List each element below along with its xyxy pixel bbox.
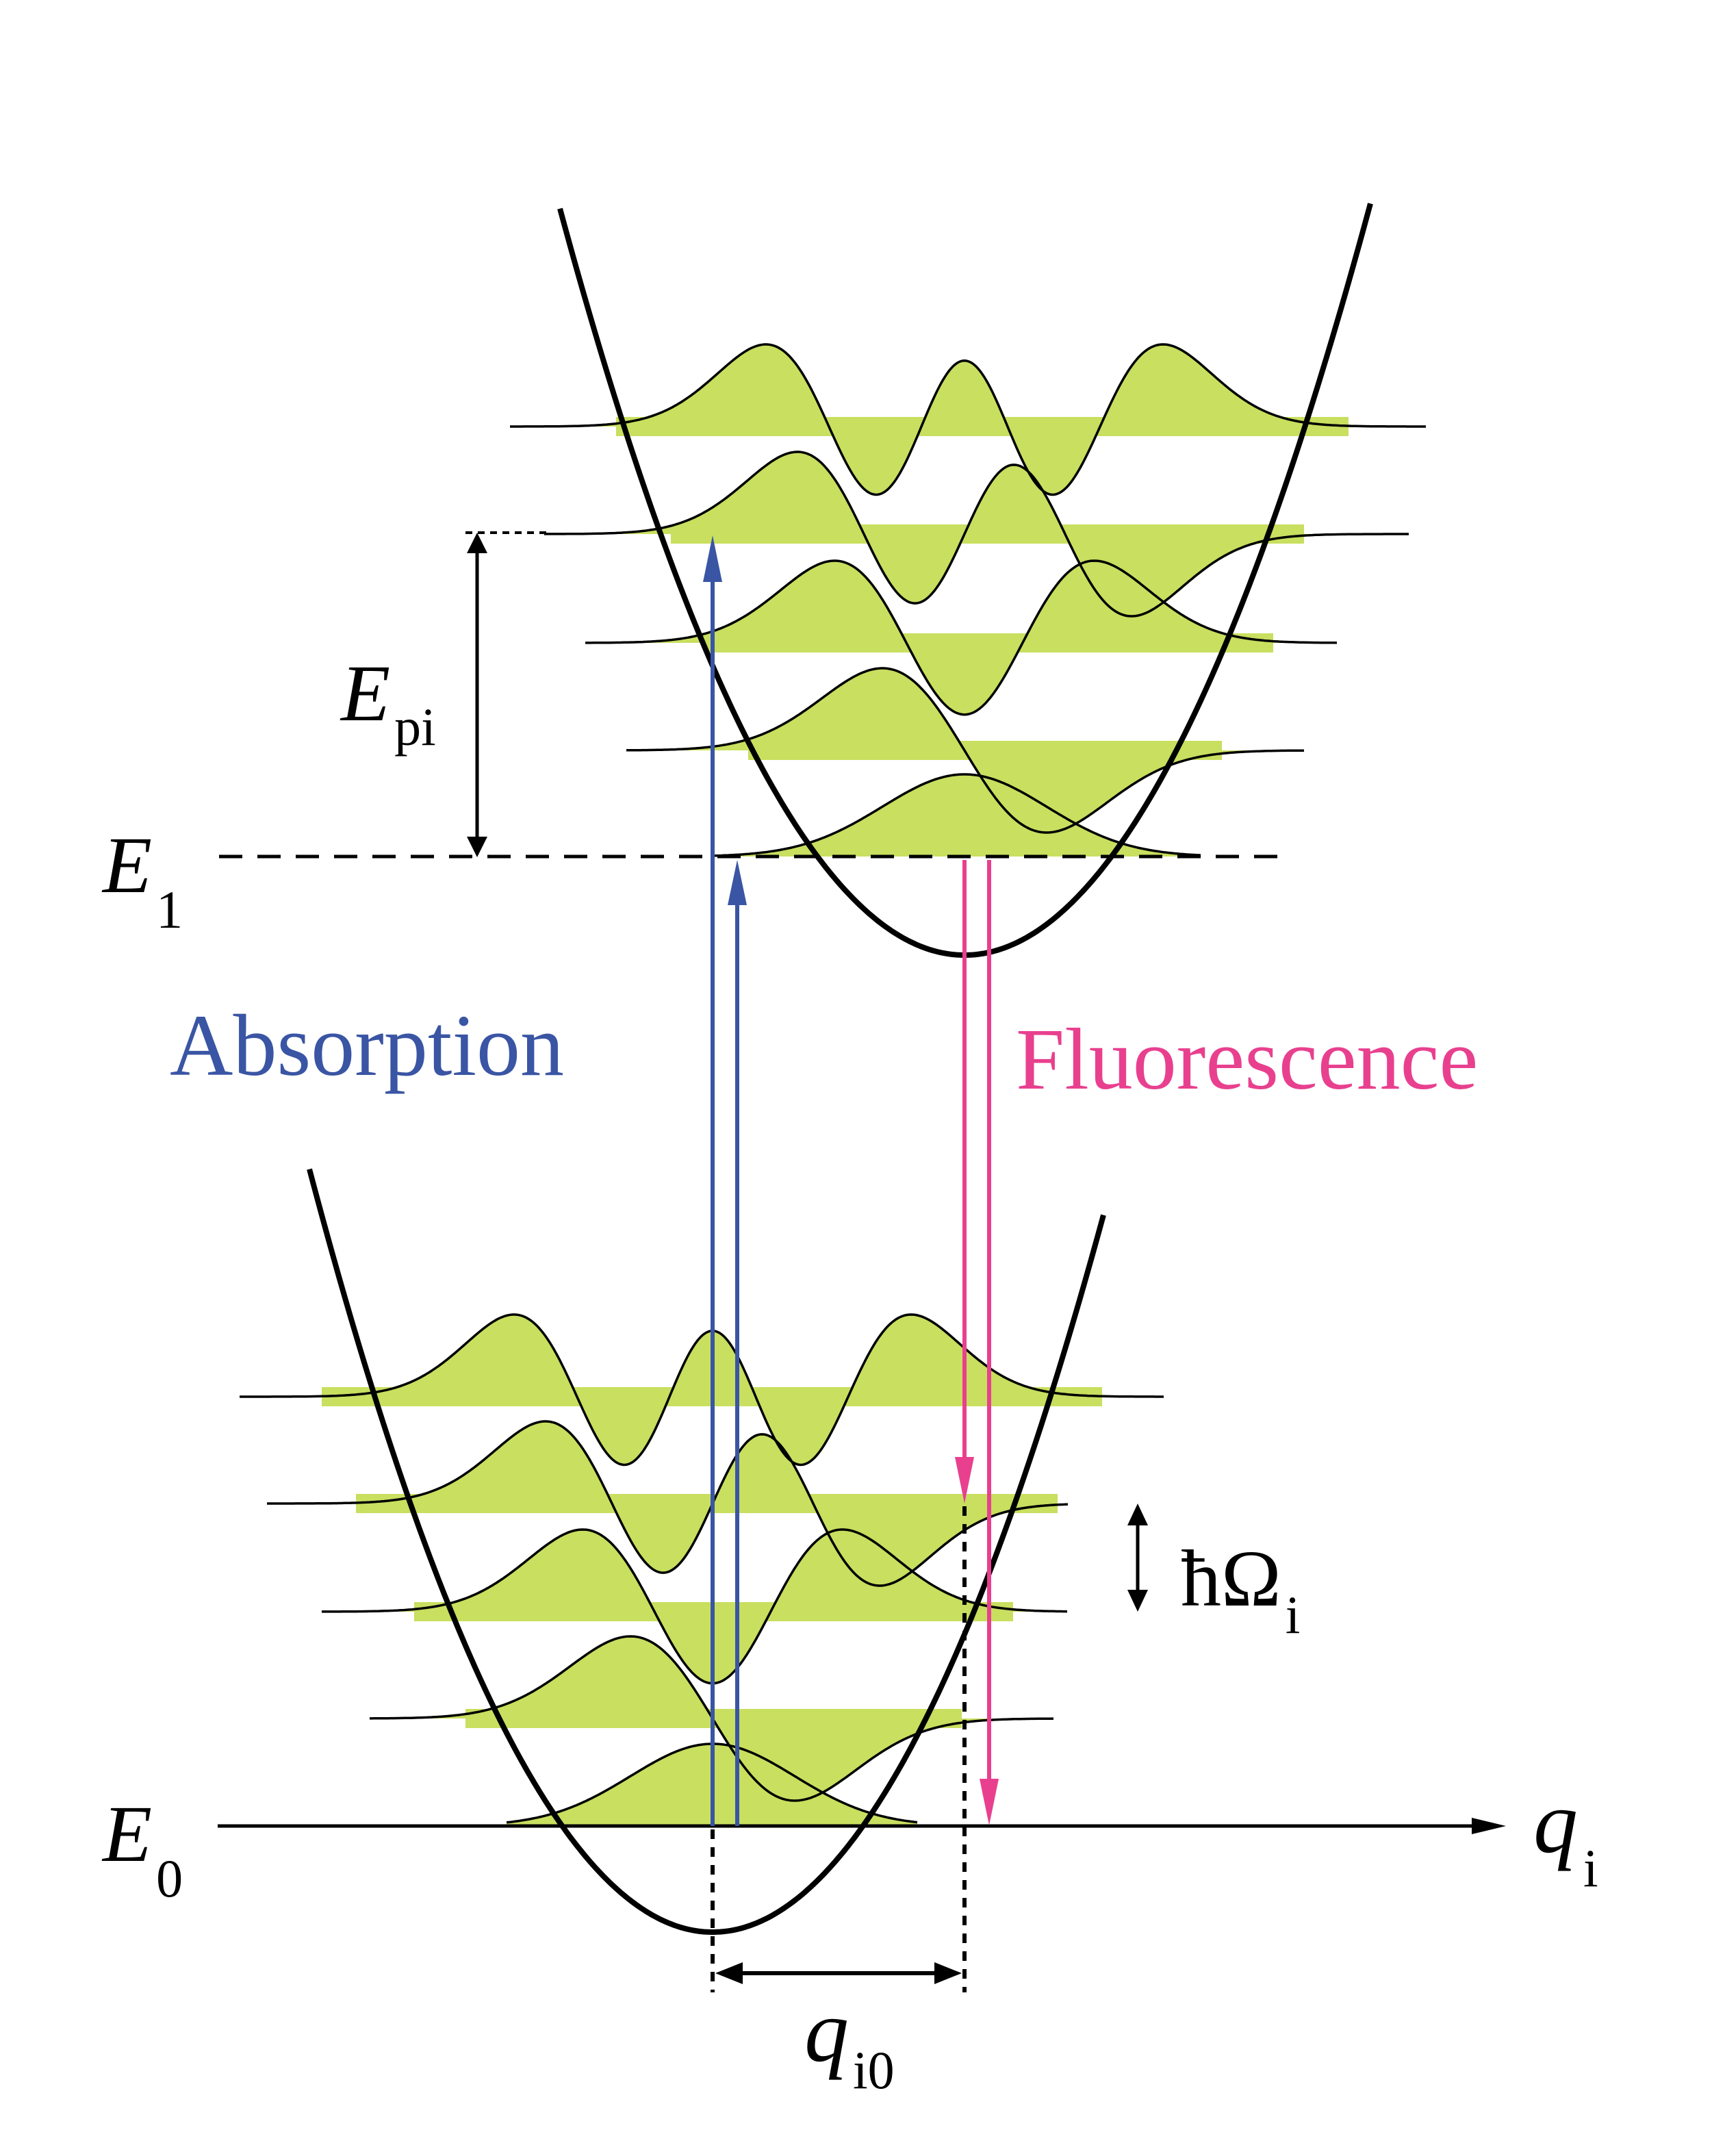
excited-level-2-band <box>705 633 1273 652</box>
ground-level-3-band <box>356 1494 1058 1513</box>
e0-label: E0 <box>101 1789 183 1908</box>
excited-level-4-band <box>616 417 1349 436</box>
hbar-omega-double-arrow <box>1127 1504 1148 1612</box>
excited-level-1-band <box>748 741 1222 760</box>
epi-double-arrow <box>467 533 487 857</box>
absorption-label: Absorption <box>170 997 564 1094</box>
fluorescence-label: Fluorescence <box>1016 1011 1478 1108</box>
excited-level-1-wavefunction <box>626 667 1304 834</box>
ground-state-potential-curve <box>307 1168 1106 1935</box>
excited-level-3-band <box>671 524 1304 544</box>
epi-label: Epi <box>340 648 436 757</box>
fluorescence-arrows <box>955 860 999 1825</box>
qi0-label: qi0 <box>804 1982 895 2100</box>
hbar-omega-label: ħΩi <box>1181 1534 1300 1645</box>
ground-level-4-wavefunction <box>240 1313 1164 1467</box>
qi0-double-arrow <box>715 1962 962 1984</box>
qi-axis <box>218 1818 1506 1834</box>
energy-level-bands <box>322 417 1349 1728</box>
excited-level-0-fill <box>712 774 1201 857</box>
ground-level-3-wavefunction <box>267 1420 1069 1587</box>
e1-label: E1 <box>101 820 183 939</box>
excited-level-4-wavefunction <box>510 343 1426 496</box>
absorption-arrows <box>703 535 747 1826</box>
